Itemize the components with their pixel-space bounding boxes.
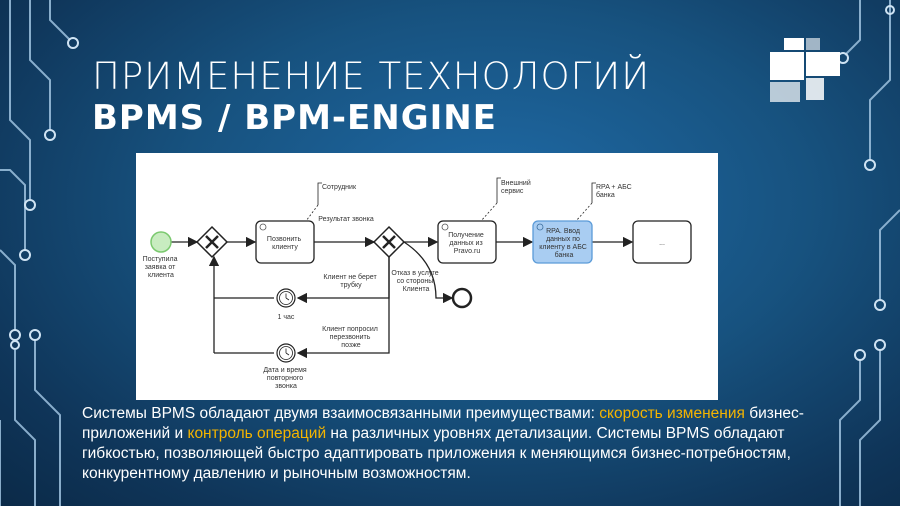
logo (770, 38, 840, 104)
svg-text:RPA + АБС банка: RPA + АБС банка (596, 184, 634, 199)
task-call-client: Позвонить клиенту (255, 220, 315, 264)
title-line-2: BPMS / BPM-ENGINE (92, 97, 497, 138)
slide-title: ПРИМЕНЕНИЕ ТЕХНОЛОГИЙ BPMS / BPM-ENGINE (92, 55, 651, 138)
timer-event-date: Дата и время повторного звонка (263, 343, 308, 390)
svg-text:Сотрудник: Сотрудник (322, 184, 357, 191)
gateway-merge (195, 225, 229, 259)
task-rpa: RPA. Ввод данных по клиенту в АБС банка (532, 220, 593, 264)
svg-text:...: ... (659, 240, 665, 247)
bpmn-diagram-svg: Поступила заявка от клиента Позвонить кл… (143, 177, 692, 390)
svg-text:Получение данных из: Получение данных из Pravo.ru (448, 232, 486, 255)
svg-text:RPA. Ввод данных по: RPA. Ввод данных по клиенту в АБС банка (539, 228, 588, 259)
label-no-answer: Клиент не берет трубку (323, 273, 378, 289)
annotation-employee: Сотрудник (305, 182, 357, 222)
svg-text:Дата и время повторног: Дата и время повторного звонка (263, 367, 308, 390)
label-refusal: Отказ в услуге со стороны Клиента (391, 270, 440, 293)
start-event-label: Поступила заявка от клиента (143, 256, 180, 279)
description-part-1: Системы BPMS обладают двумя взаимосвязан… (82, 405, 600, 422)
highlight-speed: скорость изменения (599, 405, 745, 422)
description-part-2: бизнес-приложений и (82, 405, 804, 442)
description-part-3: на различных уровнях детализации. Систем… (82, 425, 791, 482)
end-event (451, 287, 473, 309)
task-get-data: Получение данных из Pravo.ru (437, 220, 497, 264)
gateway-call-result (372, 225, 406, 259)
label-call-result: Результат звонка (318, 216, 374, 223)
label-call-later: Клиент попросил перезвонить позже (322, 326, 380, 349)
description-text: Системы BPMS обладают двумя взаимосвязан… (82, 404, 822, 484)
sequence-flows (171, 236, 634, 359)
annotation-external-service: Внешний сервис (480, 177, 533, 222)
start-event (150, 231, 172, 253)
svg-text:Позвонить клиенту: Позвонить клиенту (267, 236, 303, 251)
svg-text:Внешний сервис: Внешний сервис (501, 179, 533, 195)
svg-text:1 час: 1 час (278, 314, 295, 321)
highlight-control: контроль операций (187, 425, 327, 442)
bpmn-diagram: Поступила заявка от клиента Позвонить кл… (136, 153, 718, 400)
title-line-1: ПРИМЕНЕНИЕ ТЕХНОЛОГИЙ (92, 55, 651, 98)
task-next: ... (632, 220, 692, 264)
timer-event-1h: 1 час (276, 288, 296, 321)
annotation-rpa: RPA + АБС банка (575, 182, 634, 222)
